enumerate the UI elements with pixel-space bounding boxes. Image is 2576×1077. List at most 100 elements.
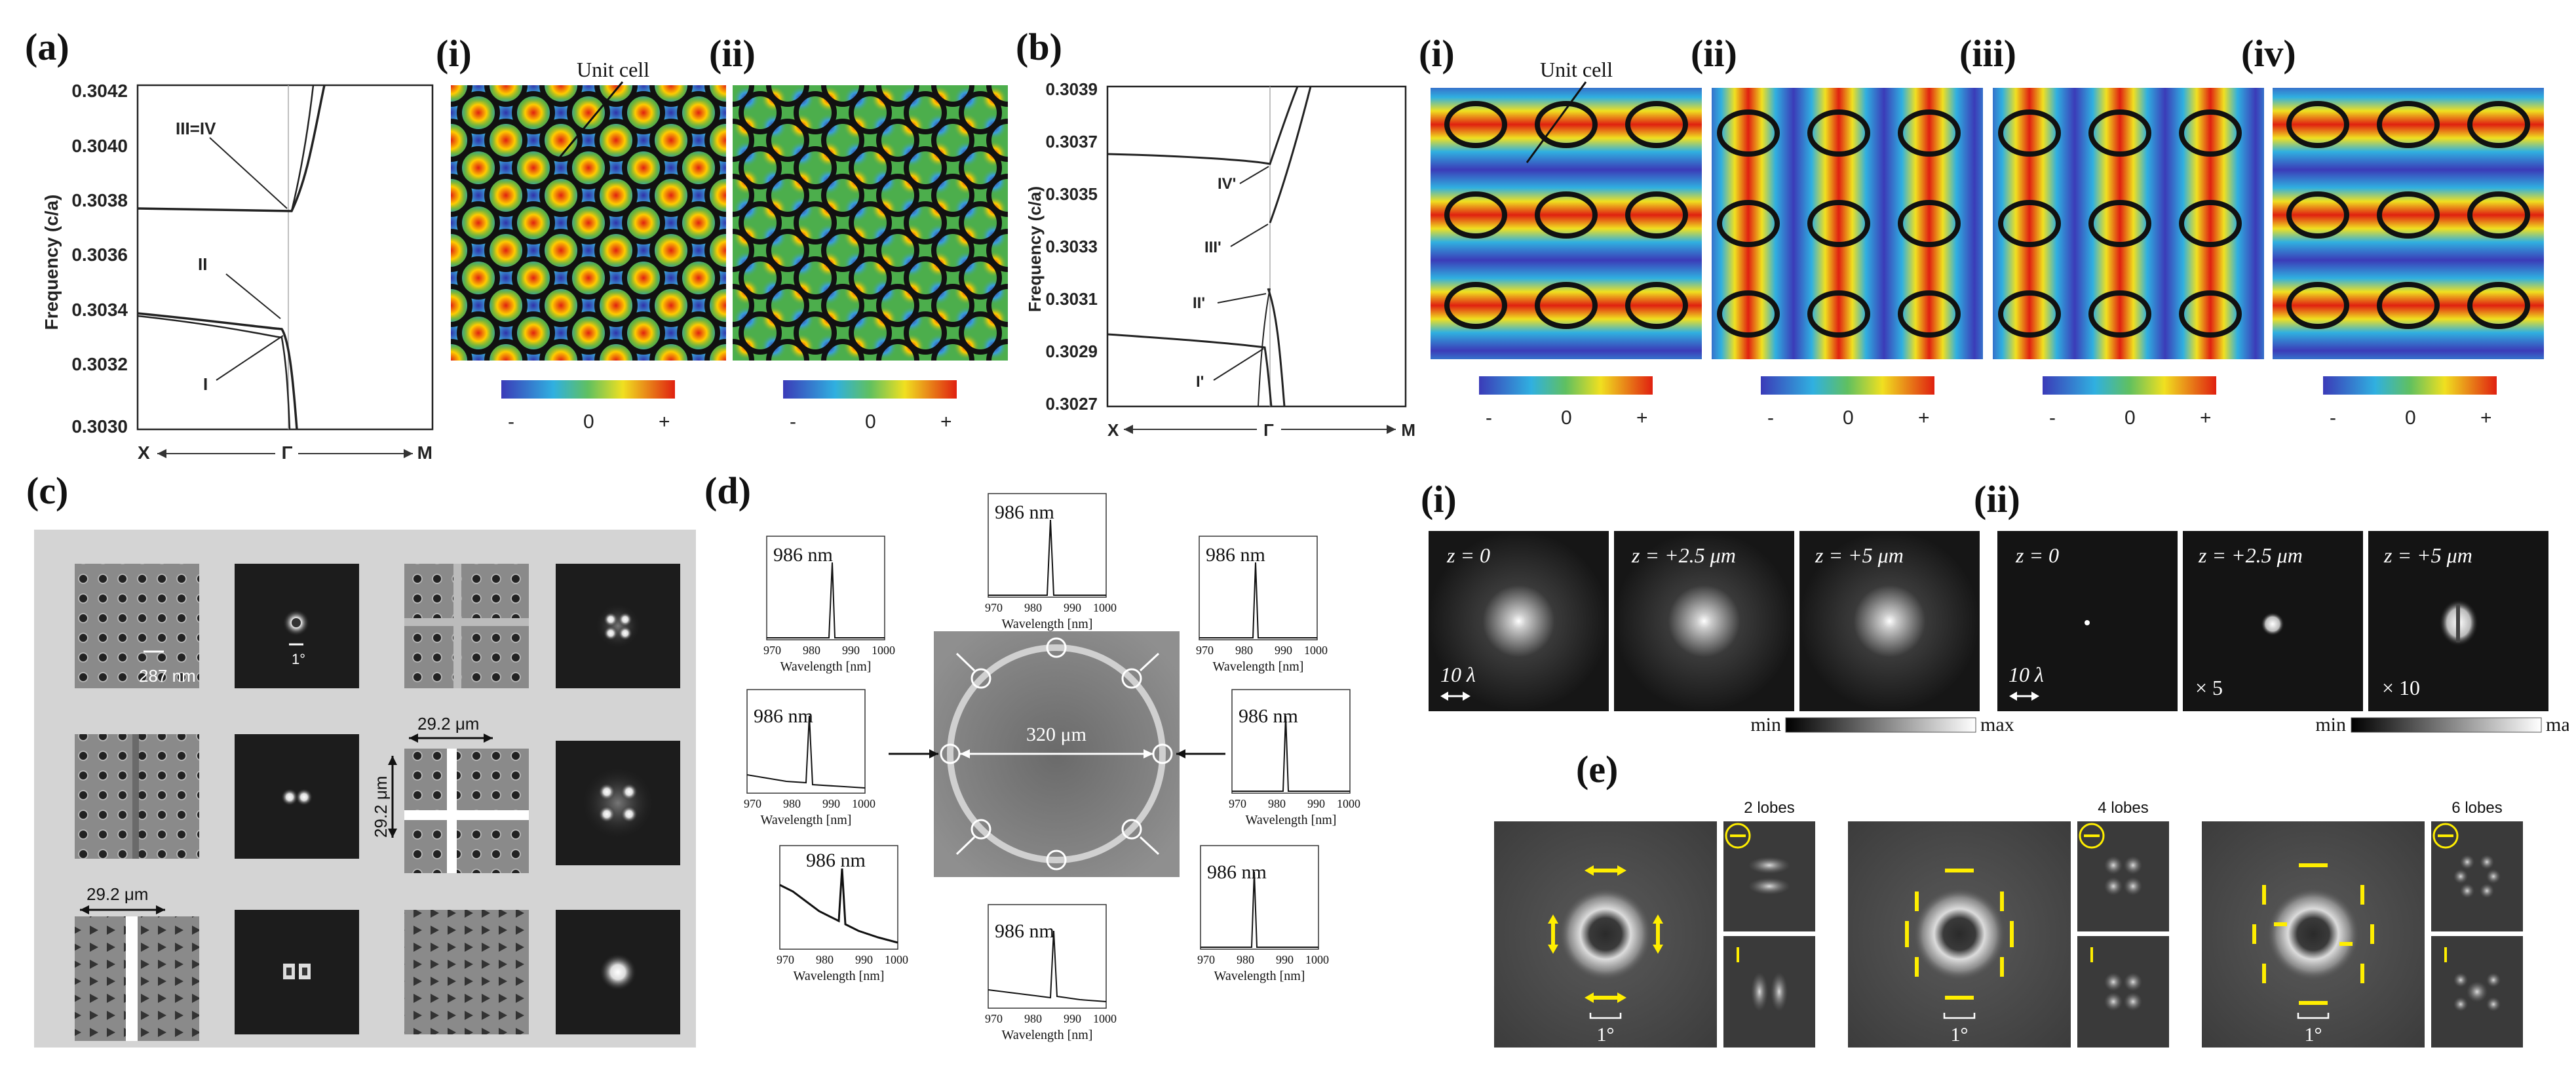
svg-text:1°: 1° [1597, 1024, 1615, 1046]
svg-text:287 nm: 287 nm [139, 666, 196, 686]
svg-text:0: 0 [2124, 407, 2136, 429]
band-label-a-2: II [198, 254, 207, 274]
ylabel-b: Frequency (c/a) [1025, 186, 1045, 312]
svg-text:0.3031: 0.3031 [1045, 289, 1098, 309]
colorbar-b-ii: -0+ [1761, 376, 1934, 429]
svg-text:min: min [2315, 714, 2346, 735]
pi-frame-2 [1799, 531, 1980, 711]
svg-text:4 lobes: 4 lobes [2098, 799, 2148, 817]
panel-label-far-ii: (ii) [1974, 478, 2020, 520]
svg-text:z = +5 μm: z = +5 μm [2383, 543, 2472, 567]
band-diagram-a: 0.3042 0.3040 0.3038 0.3036 0.3034 0.303… [41, 81, 434, 463]
pc-sample-1 [75, 564, 199, 688]
panel-label-e: (e) [1576, 748, 1619, 791]
svg-text:Wavelength [nm]: Wavelength [nm] [794, 969, 885, 983]
svg-text:× 5: × 5 [2195, 676, 2223, 699]
ylabel-a: Frequency (c/a) [41, 195, 62, 330]
svg-text:29.2 μm: 29.2 μm [87, 884, 148, 904]
svg-text:980: 980 [783, 797, 801, 810]
svg-text:990: 990 [822, 797, 840, 810]
svg-text:+: + [2200, 407, 2212, 429]
ytick-a-4: 0.3034 [71, 300, 128, 320]
svg-text:986 nm: 986 nm [773, 544, 833, 566]
svg-text:986 nm: 986 nm [806, 850, 866, 871]
svg-text:990: 990 [1275, 644, 1292, 657]
svg-text:+: + [1918, 407, 1930, 429]
svg-text:1000: 1000 [852, 797, 875, 810]
svg-text:-: - [2049, 407, 2056, 429]
cb-minus: - [508, 411, 514, 433]
svg-text:IV': IV' [1218, 175, 1236, 193]
unit-cell-label-b: Unit cell [1540, 58, 1613, 81]
spectrum-upper-left: 986 nm 970 980 990 1000 Wavelength [nm] [763, 536, 895, 674]
svg-text:970: 970 [763, 644, 781, 657]
svg-text:z = 0: z = 0 [1446, 543, 1490, 567]
panel-label-b-iii: (iii) [1959, 32, 2016, 75]
field-map-b-ii [1712, 88, 1983, 359]
svg-text:1000: 1000 [872, 644, 895, 657]
panel-label-b-iv: (iv) [2241, 32, 2296, 75]
svg-text:29.2 μm: 29.2 μm [417, 714, 479, 734]
svg-text:986 nm: 986 nm [1239, 705, 1298, 727]
svg-text:I': I' [1196, 373, 1204, 391]
panel-label-a-i: (i) [436, 32, 472, 75]
field-map-a-i [451, 85, 726, 361]
svg-text:1000: 1000 [1093, 601, 1117, 614]
colorbar-b-i: -0+ [1479, 376, 1653, 429]
svg-text:970: 970 [777, 953, 794, 966]
band-2-a [137, 312, 298, 430]
unit-cell-arrow-a [556, 81, 624, 161]
svg-text:990: 990 [842, 644, 860, 657]
svg-text:1°: 1° [292, 651, 305, 667]
svg-text:1000: 1000 [1093, 1012, 1117, 1025]
svg-text:1000: 1000 [1337, 797, 1360, 810]
svg-text:Wavelength [nm]: Wavelength [nm] [1214, 969, 1305, 983]
svg-text:+: + [940, 411, 952, 433]
svg-text:III': III' [1204, 239, 1221, 256]
svg-text:z = +2.5 μm: z = +2.5 μm [1631, 543, 1736, 567]
svg-text:Wavelength [nm]: Wavelength [nm] [1002, 617, 1093, 631]
svg-text:970: 970 [744, 797, 761, 810]
band-1-a [137, 315, 291, 430]
pi-frame-0 [1429, 531, 1609, 711]
plot-frame-a [136, 84, 434, 431]
panel-label-d: (d) [704, 469, 751, 512]
field-map-a-ii [733, 85, 1008, 361]
svg-text:1000: 1000 [1305, 953, 1329, 966]
svg-text:980: 980 [803, 644, 820, 657]
svg-text:X: X [1107, 420, 1119, 440]
ytick-a-0: 0.3042 [71, 81, 128, 101]
svg-text:z = +5 μm: z = +5 μm [1815, 543, 1904, 567]
panel-label-c: (c) [26, 469, 69, 512]
svg-text:0: 0 [1843, 407, 1854, 429]
svg-text:Wavelength [nm]: Wavelength [nm] [780, 659, 872, 674]
svg-text:0: 0 [1561, 407, 1572, 429]
svg-text:990: 990 [1064, 601, 1081, 614]
svg-text:+: + [2480, 407, 2492, 429]
pc-farfield-5 [235, 910, 359, 1034]
svg-text:0.3033: 0.3033 [1045, 237, 1098, 256]
svg-text:0.3039: 0.3039 [1045, 79, 1098, 99]
svg-text:z = +2.5 μm: z = +2.5 μm [2198, 543, 2303, 567]
svg-text:Wavelength [nm]: Wavelength [nm] [1213, 659, 1304, 674]
colorbar-b-iv: -0+ [2323, 376, 2497, 429]
svg-text:Γ: Γ [1263, 420, 1274, 440]
svg-text:2 lobes: 2 lobes [1744, 799, 1794, 817]
svg-text:970: 970 [985, 601, 1003, 614]
svg-text:980: 980 [1237, 953, 1254, 966]
svg-text:1°: 1° [1951, 1024, 1969, 1046]
xlabel-a-x: X [138, 442, 150, 463]
svg-text:986 nm: 986 nm [1206, 544, 1265, 566]
svg-text:986 nm: 986 nm [754, 705, 813, 727]
svg-text:-: - [1486, 407, 1492, 429]
pc-sample-6 [404, 910, 529, 1034]
unit-cell-arrow-b [1526, 81, 1587, 163]
svg-text:Wavelength [nm]: Wavelength [nm] [1002, 1028, 1093, 1042]
svg-text:z = 0: z = 0 [2015, 543, 2059, 567]
